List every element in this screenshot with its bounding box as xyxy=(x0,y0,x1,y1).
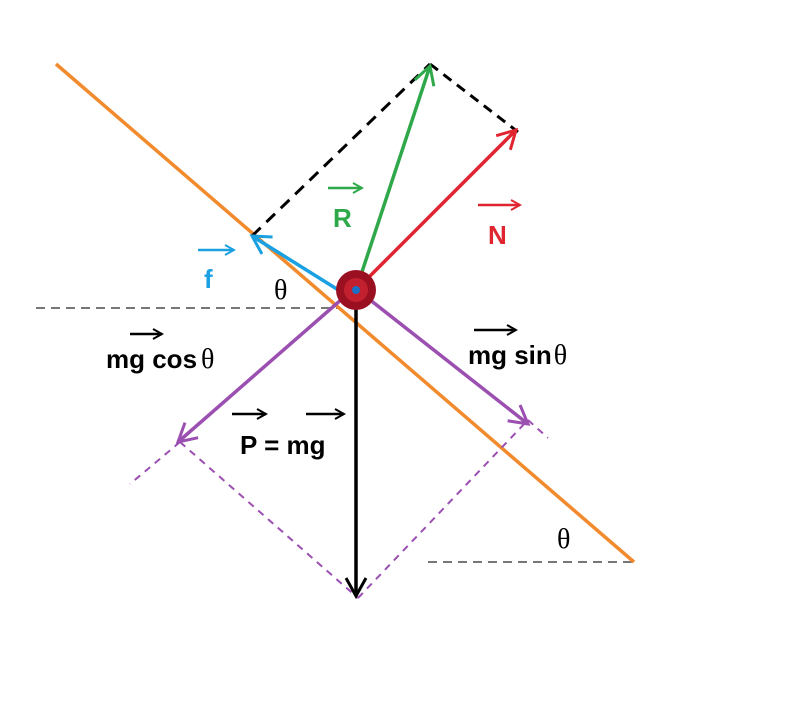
resultant-dashed-line-2 xyxy=(429,62,519,134)
resultant-vector xyxy=(354,63,436,291)
component-dashed-line-4 xyxy=(527,419,549,439)
mg-sin-label: mg sinθ xyxy=(468,340,567,371)
resultant-label: R xyxy=(333,203,352,233)
mg-cos-theta: θ xyxy=(201,344,214,375)
resultant-dashed-line-1 xyxy=(250,62,432,238)
weight-label: P = mg xyxy=(240,430,326,460)
mg-sin-component-vector xyxy=(358,290,531,426)
normal-label: N xyxy=(488,220,507,250)
mg-cos-component-vector xyxy=(175,290,352,445)
theta-label-bottom: θ xyxy=(557,524,570,555)
mg-sin-text: mg sin xyxy=(468,340,552,370)
friction-vector xyxy=(249,234,349,298)
component-dashed-line-2 xyxy=(179,441,359,599)
normal-force-vector xyxy=(354,127,519,292)
body-center-dot xyxy=(352,286,360,294)
incline-line xyxy=(54,62,636,564)
component-dashed-line-3 xyxy=(357,419,529,599)
friction-label: f xyxy=(204,264,213,294)
mg-cos-text: mg cos xyxy=(106,344,197,374)
component-dashed-line-1 xyxy=(129,441,181,485)
mg-sin-theta: θ xyxy=(554,340,567,371)
theta-label-top: θ xyxy=(274,275,287,306)
